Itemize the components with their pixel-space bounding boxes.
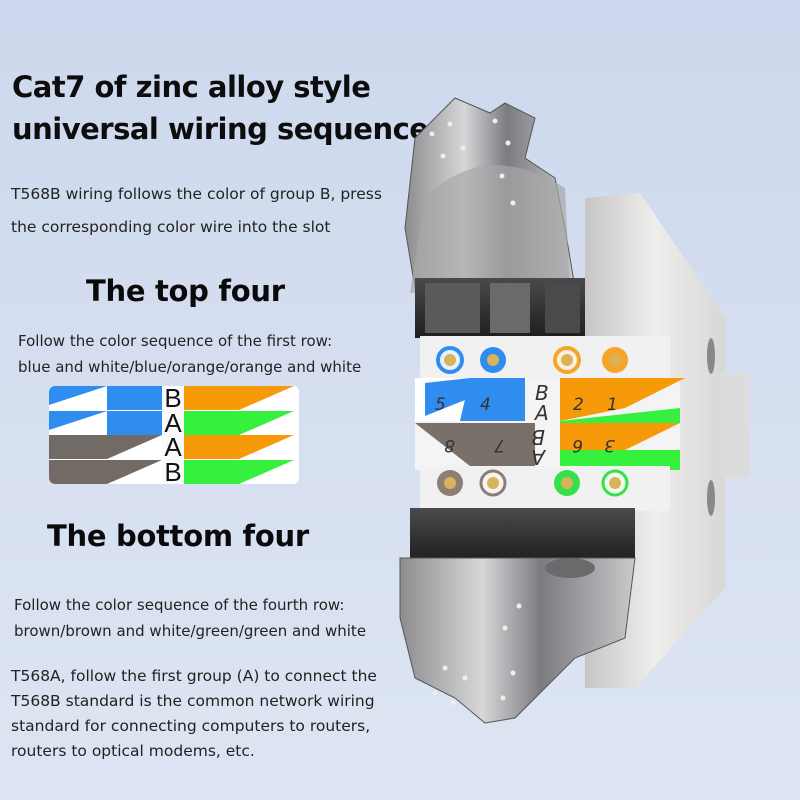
top-four-description: Follow the color sequence of the first r…: [18, 328, 361, 380]
top-four-heading: The top four: [86, 274, 285, 308]
group-letter: A: [164, 432, 182, 462]
bottom-shield-cap: [399, 508, 636, 724]
pin-label: 7: [494, 435, 505, 455]
note-line-4: routers to optical modems, etc.: [11, 742, 255, 760]
terminal-block: 5 4 B A 2 1 8 7 A B 6 3: [415, 336, 685, 511]
group-letter: A: [164, 407, 182, 438]
intro-line-1: T568B wiring follows the color of group …: [11, 185, 382, 203]
standards-note: T568A, follow the first group (A) to con…: [11, 664, 377, 764]
group-letter: B: [164, 386, 182, 413]
center-letter: A: [531, 445, 547, 469]
pin-label: 3: [604, 435, 615, 455]
pin-label: 2: [573, 395, 584, 415]
group-letter: B: [164, 456, 182, 484]
bottom-desc-line-2: brown/brown and white/green/green and wh…: [14, 622, 367, 640]
pin-label: 1: [607, 395, 618, 415]
note-line-1: T568A, follow the first group (A) to con…: [11, 667, 377, 685]
center-letter: B: [535, 381, 549, 405]
top-pin-caps: [436, 346, 628, 374]
right-color-blocks: [184, 386, 299, 484]
top-desc-line-1: Follow the color sequence of the first r…: [18, 332, 333, 350]
center-letter: A: [533, 401, 549, 425]
intro-text: T568B wiring follows the color of group …: [11, 178, 382, 244]
left-color-blocks: [49, 386, 162, 484]
center-letter: B: [531, 425, 545, 449]
top-desc-line-2: blue and white/blue/orange/orange and wh…: [18, 358, 362, 376]
pin-label: 8: [444, 435, 455, 455]
group-letters: B A A B: [162, 386, 184, 484]
color-code-diagram: B A A B: [49, 386, 299, 484]
keystone-connector-illustration: 5 4 B A 2 1 8 7 A B 6 3: [399, 97, 750, 724]
intro-line-2: the corresponding color wire into the sl…: [11, 218, 331, 236]
bottom-four-description: Follow the color sequence of the fourth …: [14, 592, 366, 644]
pin-label: 4: [480, 395, 491, 415]
pin-label: 5: [435, 395, 446, 415]
title-line-2: universal wiring sequence: [12, 112, 429, 146]
pin-label: 6: [572, 435, 583, 455]
note-line-2: T568B standard is the common network wir…: [11, 692, 375, 710]
page-title: Cat7 of zinc alloy style universal wirin…: [12, 66, 429, 150]
bottom-four-heading: The bottom four: [47, 519, 309, 553]
bottom-pin-caps: [437, 469, 629, 497]
note-line-3: standard for connecting computers to rou…: [11, 717, 371, 735]
top-shield-cap: [404, 97, 585, 338]
bottom-desc-line-1: Follow the color sequence of the fourth …: [14, 596, 345, 614]
title-line-1: Cat7 of zinc alloy style: [12, 70, 371, 104]
